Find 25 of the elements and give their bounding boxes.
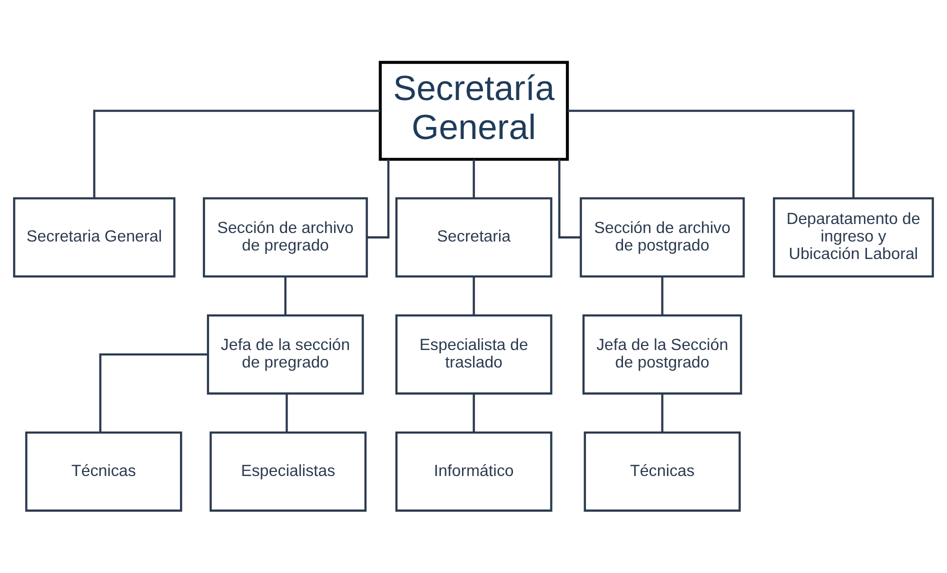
connector: [286, 394, 288, 432]
connector: [472, 159, 475, 198]
node-box: Técnicas: [25, 431, 182, 512]
node-box: Secretaria: [395, 197, 552, 278]
node-box: Secretaría General: [378, 60, 569, 161]
connector: [367, 159, 390, 238]
connector: [472, 394, 475, 432]
node-box: Especialistas: [210, 431, 367, 512]
node-box: Jefa de la Sección de postgrado: [582, 314, 742, 395]
node-box: Sección de archivo de postgrado: [580, 197, 745, 278]
connector: [472, 277, 475, 316]
connector: [661, 394, 664, 432]
node-box: Sección de archivo de pregrado: [202, 197, 368, 278]
connector: [284, 277, 286, 316]
node-box: Jefa de la sección de pregrado: [206, 314, 364, 395]
node-box: Deparatamento de ingreso y Ubicación Laboral: [772, 197, 934, 278]
node-box: Informático: [395, 431, 552, 512]
node-box: Técnicas: [584, 431, 741, 512]
node-box: Secretaria General: [13, 197, 176, 278]
connector: [568, 110, 854, 198]
connector: [661, 277, 664, 316]
connector: [558, 159, 581, 238]
connector: [93, 110, 380, 198]
node-box: Especialista de traslado: [395, 314, 552, 395]
connector: [99, 353, 208, 432]
